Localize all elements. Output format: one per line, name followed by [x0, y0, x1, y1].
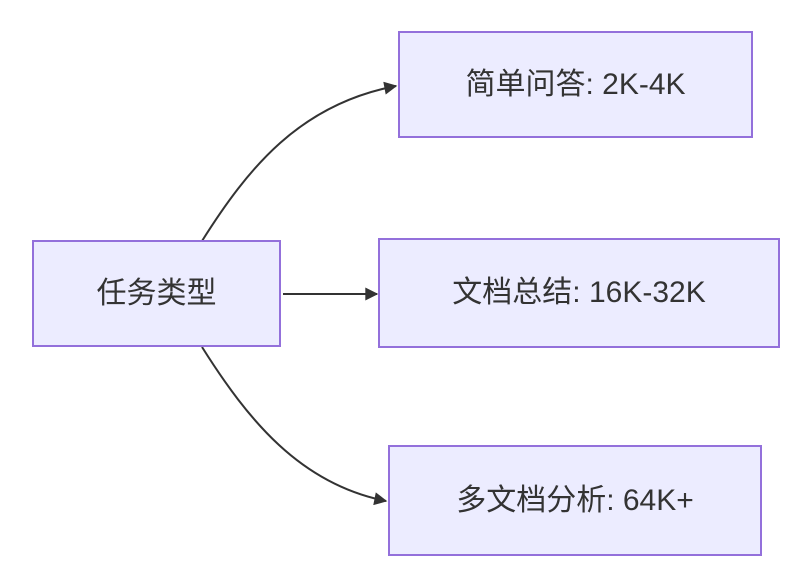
edge-root-to-bottom: [201, 346, 388, 506]
node-task-type: 任务类型: [32, 240, 281, 347]
node-simple-qa-label: 简单问答: 2K-4K: [465, 67, 686, 101]
node-doc-summary-label: 文档总结: 16K-32K: [452, 276, 706, 309]
node-multi-doc-label: 多文档分析: 64K+: [456, 483, 694, 517]
edge-root-to-top: [201, 81, 398, 242]
node-doc-summary: 文档总结: 16K-32K: [378, 238, 780, 348]
node-task-type-label: 任务类型: [96, 276, 217, 310]
node-multi-doc: 多文档分析: 64K+: [388, 445, 762, 556]
node-simple-qa: 简单问答: 2K-4K: [398, 31, 753, 138]
